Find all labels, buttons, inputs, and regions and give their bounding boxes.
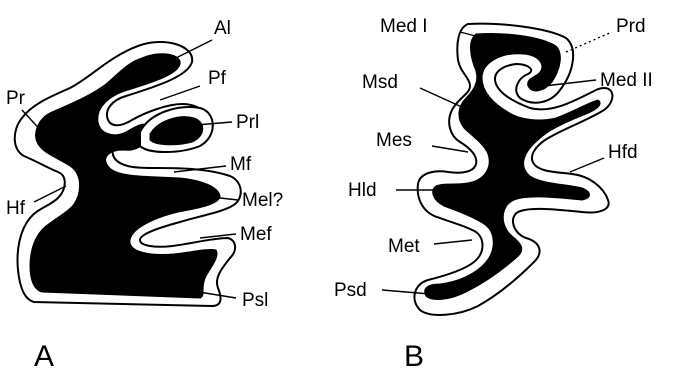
label-mef: Mef [240,224,272,245]
label-hld: Hld [348,180,377,201]
label-al: Al [214,18,231,39]
label-prd: Prd [616,16,646,37]
label-mes: Mes [376,130,412,151]
label-med2: Med II [600,70,653,91]
label-psl: Psl [242,290,268,311]
panel-b-letter: B [404,340,424,373]
panel-b: Med I Prd Med II Msd Mes Hfd Hld Met Psd… [334,16,653,373]
label-hfd: Hfd [608,142,638,163]
leader-mef [200,234,236,238]
leader-mes [432,146,468,152]
label-msd: Msd [362,72,398,93]
leader-msd [420,88,464,108]
label-med1: Med I [380,16,428,37]
label-mf: Mf [230,154,252,175]
label-met: Met [388,236,420,257]
label-pf: Pf [208,68,227,89]
panel-b-dentine [425,34,600,300]
leader-met [434,240,472,244]
panel-a: Al Pr Pf Prl Mf Hf Mel? Mef Psl A [6,18,283,373]
leader-pf [160,86,200,100]
label-psd: Psd [334,280,367,301]
label-hf: Hf [6,198,26,219]
label-prl: Prl [236,112,259,133]
panel-a-letter: A [34,340,54,373]
leader-hfd [570,158,604,172]
label-pr: Pr [6,88,26,109]
label-mel: Mel? [242,190,283,211]
